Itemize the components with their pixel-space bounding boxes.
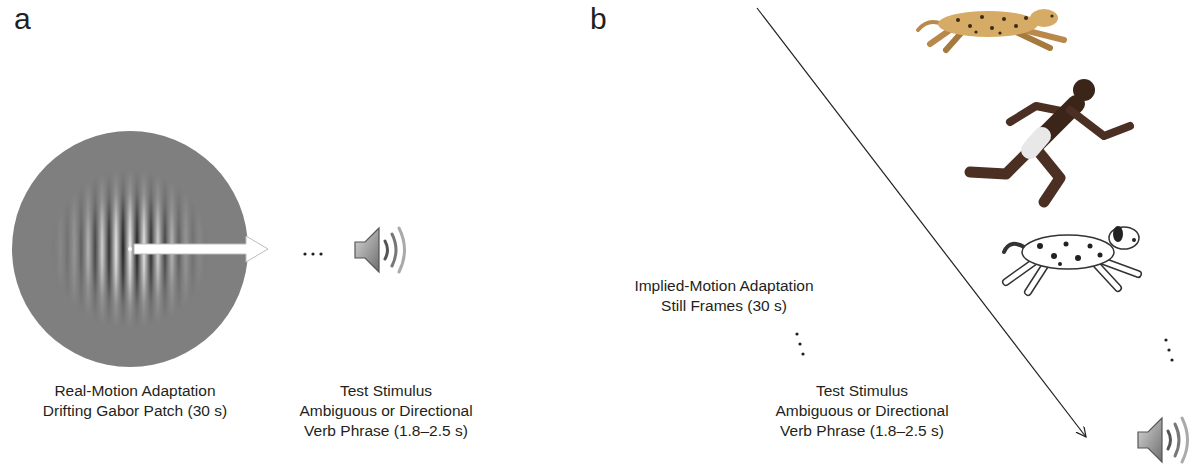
panel-letter: b bbox=[590, 2, 607, 36]
speaker-icon bbox=[1138, 418, 1188, 462]
caption-text: Test Stimulus Ambiguous or Directional V… bbox=[775, 381, 948, 441]
ellipsis-dots bbox=[795, 332, 1173, 361]
runner-picture bbox=[970, 79, 1130, 202]
ellipsis-dots bbox=[303, 252, 322, 255]
time-arrow bbox=[757, 8, 1086, 437]
speaker-icon bbox=[355, 228, 405, 272]
caption-text: Real-Motion Adaptation Drifting Gabor Pa… bbox=[43, 381, 227, 421]
motion-arrow bbox=[134, 236, 268, 262]
dalmatian-picture bbox=[1004, 226, 1139, 292]
caption-text: Test Stimulus Ambiguous or Directional V… bbox=[299, 381, 472, 441]
panel-letter: a bbox=[14, 2, 31, 36]
caption-text: Implied-Motion Adaptation Still Frames (… bbox=[634, 276, 813, 316]
cheetah-picture bbox=[918, 9, 1064, 50]
